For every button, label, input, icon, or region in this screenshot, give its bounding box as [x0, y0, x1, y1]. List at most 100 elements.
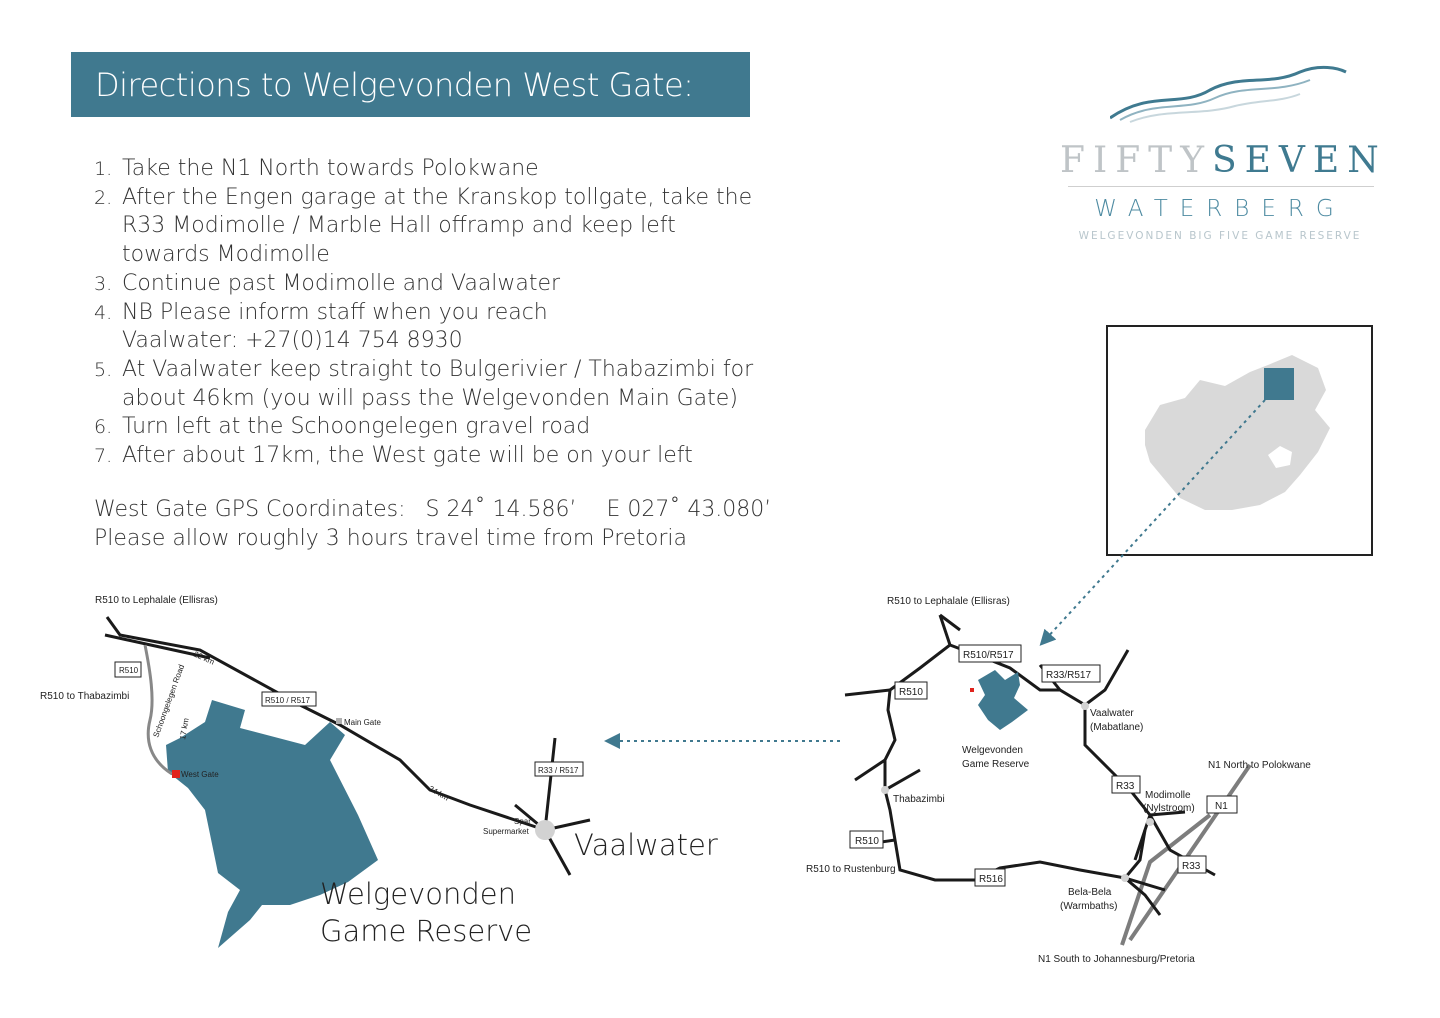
schoongelegen-road [143, 644, 173, 776]
step-text: NB Please inform staff when you reach Va… [122, 299, 548, 354]
step-text: After the Engen garage at the Kranskop t… [122, 184, 753, 268]
gps-longitude: E 027˚ 43.080’ [606, 497, 772, 522]
badge-frame [958, 644, 1022, 663]
label-17km: 17 km [178, 717, 191, 740]
badge-frame [849, 830, 884, 849]
badge-r510-r517-region: R510/R517 [963, 650, 1014, 661]
list-item: 6. Turn left at the Schoongelegen gravel … [94, 413, 854, 442]
label-belabela: Bela-Bela [1068, 887, 1112, 898]
badge-frame [261, 691, 317, 707]
logo-tagline: WELGEVONDEN BIG FIVE GAME RESERVE [1078, 230, 1362, 242]
thabazimbi-marker [881, 786, 889, 794]
label-warmbaths: (Warmbaths) [1060, 901, 1117, 912]
detail-map: R510 to Lephalale (Ellisras) R510 R510 t… [40, 595, 718, 948]
step-text: Take the N1 North towards Polokwane [122, 156, 539, 181]
step-number: 4. [94, 301, 113, 324]
welgevonden-region-shape [978, 670, 1028, 730]
page-title: Directions to Welgevonden West Gate: [95, 65, 694, 104]
badge-r510-b: R510 [855, 836, 879, 847]
logo-subtitle: WATERBERG [1094, 196, 1346, 222]
badge-frame [1041, 664, 1101, 683]
waterberg-highlight [1264, 368, 1294, 400]
gps-info: West Gate GPS Coordinates: S 24˚ 14.586’ E… [94, 495, 771, 553]
step-number: 2. [94, 186, 113, 209]
badge-r510-r517: R510 / R517 [265, 696, 310, 705]
label-r510-lephalale: R510 to Lephalale (Ellisras) [95, 595, 218, 606]
label-reserve-2: Game Reserve [320, 914, 532, 948]
step-text: At Vaalwater keep straight to Bulgerivie… [122, 356, 754, 411]
badge-r510-a: R510 [899, 687, 923, 698]
belabela-marker [1121, 874, 1129, 882]
gps-label: West Gate GPS Coordinates: [94, 497, 406, 522]
road-n1-branch [1120, 813, 1212, 946]
welgevonden-reserve-shape [166, 700, 378, 948]
list-item: 5. At Vaalwater keep straight to Bulgeriv… [94, 356, 854, 413]
badge-frame [1111, 775, 1141, 794]
badge-frame [114, 661, 142, 678]
directions-list: 1. Take the N1 North towards Polokwane 2.… [94, 155, 854, 471]
road-loop [883, 614, 1152, 882]
list-item: 7.After about 17km, the West gate will b… [94, 442, 854, 471]
badge-r516: R516 [979, 874, 1003, 885]
label-n1-south: N1 South to Johannesburg/Pretoria [1038, 954, 1195, 965]
west-gate-marker [172, 770, 180, 778]
label-r510-lephalale-region: R510 to Lephalale (Ellisras) [887, 596, 1010, 607]
logo-name: FIFTYSEVEN [1060, 140, 1380, 181]
label-reserve-region-1: Welgevonden [962, 745, 1023, 756]
road-n1 [1128, 763, 1252, 942]
list-item: 1. Take the N1 North towards Polokwane [94, 155, 854, 184]
step-number: 5. [94, 358, 113, 381]
step-number: 7. [94, 445, 113, 468]
badge-r33-r517: R33 / R517 [538, 766, 579, 775]
lesotho-shape [1268, 446, 1292, 468]
label-reserve-1: Welgevonden [320, 877, 516, 911]
badge-frame [894, 681, 928, 700]
title-banner: Directions to Welgevonden West Gate: [71, 52, 750, 117]
label-vaalwater-region: Vaalwater [1090, 708, 1134, 719]
label-west-gate: West Gate [181, 770, 219, 779]
gps-latitude: S 24˚ 14.586’ [425, 497, 577, 522]
vaalwater-region-marker [1081, 702, 1089, 710]
logo-divider [1068, 186, 1374, 187]
label-main-gate: Main Gate [344, 718, 381, 727]
logo-name-dark: SEVEN [1211, 140, 1387, 181]
step-number: 3. [94, 272, 113, 295]
label-modimolle: Modimolle [1145, 790, 1191, 801]
step-number: 1. [94, 158, 113, 180]
label-r510-rustenburg: R510 to Rustenburg [806, 864, 896, 875]
south-africa-inset [1039, 325, 1373, 646]
main-gate-marker [336, 718, 342, 724]
badge-r33-b: R33 [1182, 861, 1201, 872]
step-text: Continue past Modimolle and Vaalwater [122, 270, 561, 296]
inset-pointer [1039, 399, 1266, 646]
badge-r33-a: R33 [1116, 781, 1135, 792]
fiftyseven-logo: FIFTYSEVEN WATERBERG WELGEVONDEN BIG FIV… [1060, 60, 1380, 250]
list-item: 3. Continue past Modimolle and Vaalwater [94, 270, 854, 299]
vaalwater-marker [535, 820, 555, 840]
road-r510 [105, 616, 546, 832]
step-text: Turn left at the Schoongelegen gravel ro… [122, 414, 591, 440]
badge-frame [534, 761, 584, 777]
label-vaalwater: Vaalwater [574, 828, 718, 862]
west-gate-region-marker [970, 688, 974, 692]
badge-n1: N1 [1215, 801, 1228, 812]
list-item: 2. After the Engen garage at the Kranskop… [94, 184, 854, 270]
label-reserve-region-2: Game Reserve [962, 759, 1030, 770]
modimolle-marker [1146, 818, 1154, 826]
label-r510-thabazimbi: R510 to Thabazimbi [40, 691, 129, 702]
label-mabatlane: (Mabatlane) [1090, 722, 1143, 733]
regional-map: R510 to Lephalale (Ellisras) R510/R517 R… [806, 596, 1311, 965]
badge-r510: R510 [119, 666, 139, 675]
label-thabazimbi: Thabazimbi [893, 794, 945, 805]
label-nylstroom: (Nylstroom) [1143, 803, 1195, 814]
logo-name-light: FIFTY [1060, 140, 1212, 181]
waves-icon [1110, 65, 1347, 123]
label-supermarket: Supermarket [483, 827, 530, 836]
road-r510-north [104, 633, 211, 660]
step-number: 6. [94, 416, 113, 439]
label-n1-north: N1 North to Polokwane [1208, 760, 1311, 771]
label-spar: Spar [514, 817, 531, 826]
badge-frame [1206, 795, 1238, 814]
travel-time: Please allow roughly 3 hours travel time… [94, 526, 688, 551]
